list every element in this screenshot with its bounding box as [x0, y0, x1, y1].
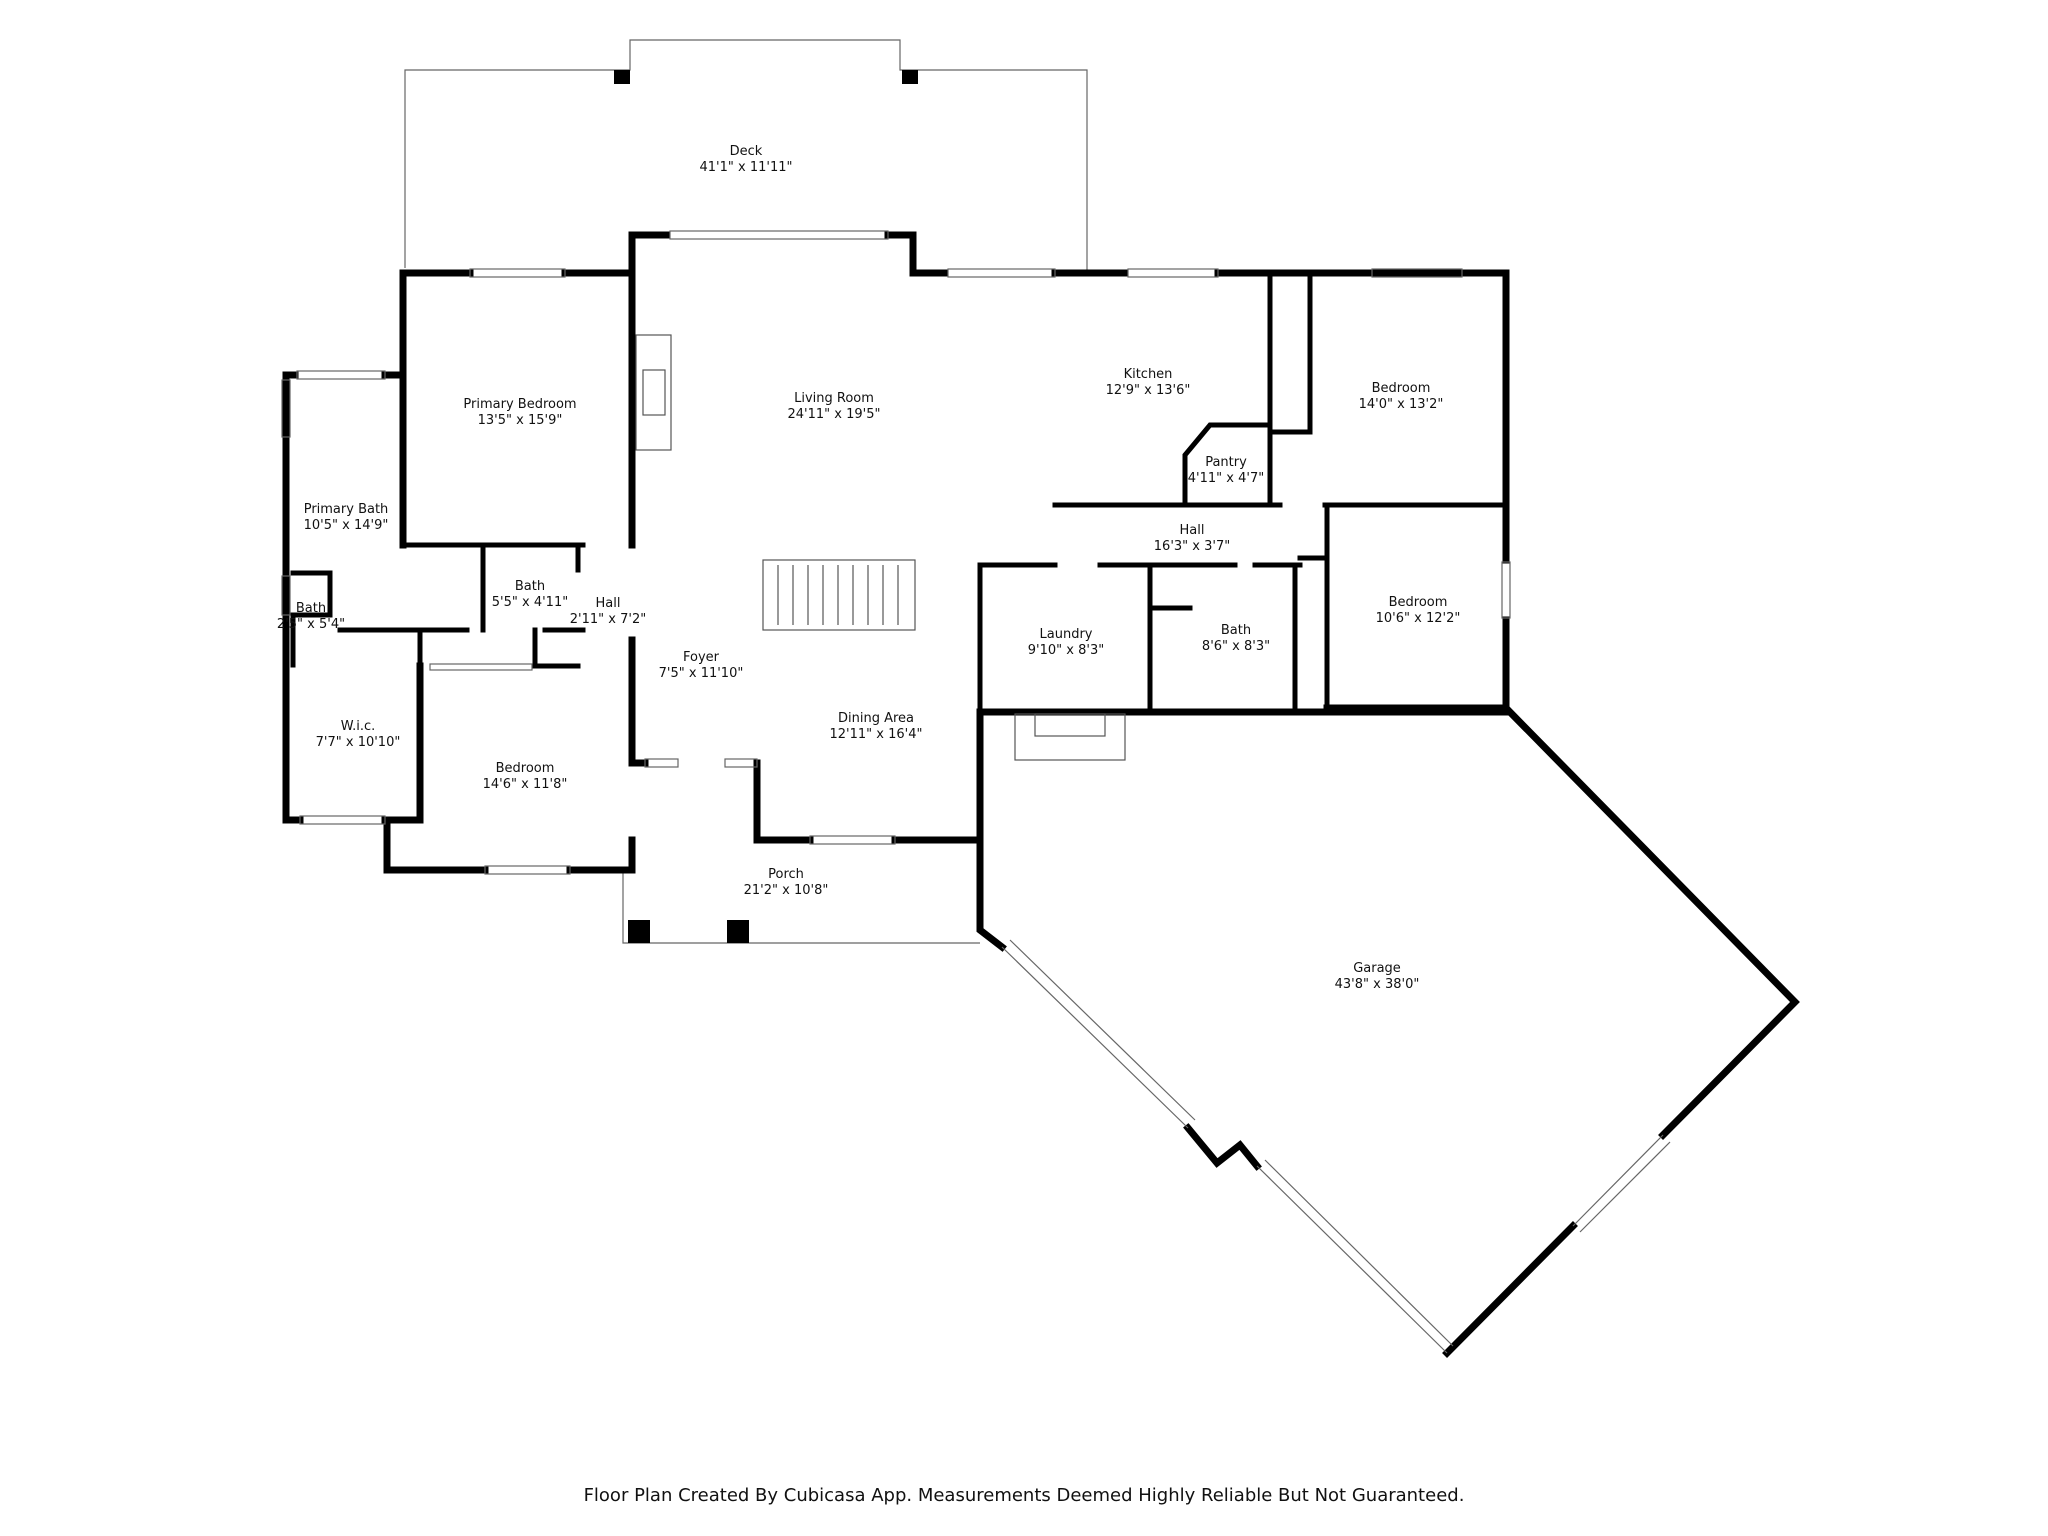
room-size-living-room: 24'11" x 19'5"	[788, 407, 881, 422]
room-name-bath-small: Bath	[515, 579, 545, 594]
room-name-bedroom-east: Bedroom	[1389, 595, 1448, 610]
porch-outline	[622, 870, 980, 944]
room-size-bath-center: 8'6" x 8'3"	[1202, 639, 1270, 654]
room-size-hall-west: 2'11" x 7'2"	[570, 612, 646, 627]
room-size-bath-tiny: 2'5" x 5'4"	[277, 617, 345, 632]
room-size-garage: 43'8" x 38'0"	[1335, 977, 1420, 992]
windows	[281, 230, 1671, 1354]
deck-post	[902, 70, 918, 84]
room-size-hall-east: 16'3" x 3'7"	[1154, 539, 1230, 554]
porch-post	[628, 920, 650, 943]
exterior-walls	[282, 231, 1800, 1358]
interior-walls	[290, 270, 1509, 715]
room-name-dining-area: Dining Area	[838, 711, 914, 726]
fireplace	[635, 334, 672, 451]
room-name-deck: Deck	[730, 144, 763, 159]
room-name-bedroom-sw: Bedroom	[496, 761, 555, 776]
room-size-bath-small: 5'5" x 4'11"	[492, 595, 568, 610]
room-name-primary-bath: Primary Bath	[304, 502, 389, 517]
deck-outline	[404, 39, 1088, 270]
room-name-primary-bedroom: Primary Bedroom	[463, 397, 576, 412]
room-name-living-room: Living Room	[794, 391, 874, 406]
room-name-bath-center: Bath	[1221, 623, 1251, 638]
room-name-garage: Garage	[1353, 961, 1401, 976]
staircase	[762, 559, 916, 631]
room-size-primary-bath: 10'5" x 14'9"	[304, 518, 389, 533]
porch-post	[727, 920, 749, 943]
room-size-foyer: 7'5" x 11'10"	[659, 666, 744, 681]
room-size-porch: 21'2" x 10'8"	[744, 883, 829, 898]
room-name-wic: W.i.c.	[341, 719, 376, 734]
room-name-bath-tiny: Bath	[296, 601, 326, 616]
room-name-porch: Porch	[768, 867, 804, 882]
deck-post	[614, 70, 630, 84]
garage-fireplace	[1014, 713, 1126, 761]
room-name-hall-east: Hall	[1180, 523, 1205, 538]
room-name-bedroom-ne: Bedroom	[1372, 381, 1431, 396]
room-name-hall-west: Hall	[596, 596, 621, 611]
room-size-primary-bedroom: 13'5" x 15'9"	[478, 413, 563, 428]
footer-disclaimer: Floor Plan Created By Cubicasa App. Meas…	[583, 1485, 1465, 1506]
room-name-foyer: Foyer	[683, 650, 720, 665]
room-size-deck: 41'1" x 11'11"	[700, 160, 793, 175]
room-labels: Deck 41'1" x 11'11" Living Room 24'11" x…	[277, 144, 1460, 992]
room-size-bedroom-ne: 14'0" x 13'2"	[1359, 397, 1444, 412]
room-size-bedroom-sw: 14'6" x 11'8"	[483, 777, 568, 792]
room-size-wic: 7'7" x 10'10"	[316, 735, 401, 750]
room-name-pantry: Pantry	[1205, 455, 1247, 470]
room-size-kitchen: 12'9" x 13'6"	[1106, 383, 1191, 398]
room-name-laundry: Laundry	[1040, 627, 1093, 642]
room-name-kitchen: Kitchen	[1124, 367, 1173, 382]
room-size-bedroom-east: 10'6" x 12'2"	[1376, 611, 1461, 626]
room-size-laundry: 9'10" x 8'3"	[1028, 643, 1104, 658]
room-size-pantry: 4'11" x 4'7"	[1188, 471, 1264, 486]
room-size-dining-area: 12'11" x 16'4"	[830, 727, 923, 742]
